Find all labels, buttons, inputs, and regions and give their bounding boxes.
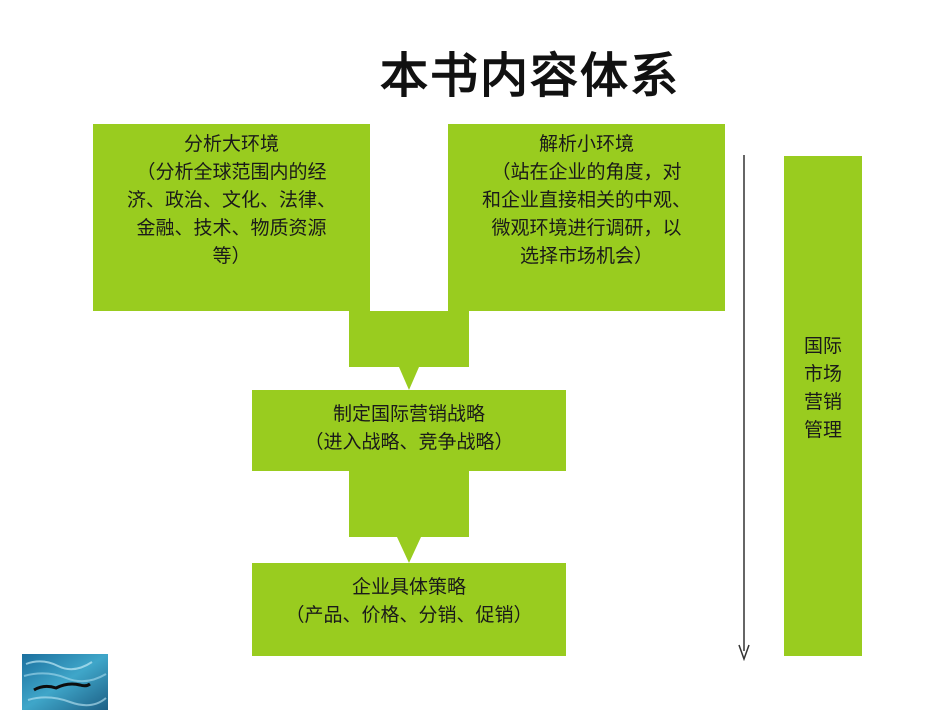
side-line-1: 国际 xyxy=(803,335,842,357)
micro-line-2: （站在企业的角度，对 xyxy=(491,161,682,183)
tactics-line-2: （产品、价格、分销、促销） xyxy=(285,604,533,626)
down-line-arrow-icon xyxy=(738,155,750,661)
timeline-arrowhead xyxy=(738,644,750,661)
down-arrow-shape xyxy=(349,471,469,563)
down-arrow-shape xyxy=(349,311,469,390)
down-arrow-icon xyxy=(349,471,469,563)
macro-line-2: （分析全球范围内的经 xyxy=(136,161,327,183)
down-arrow-icon xyxy=(349,311,469,390)
macro-line-1: 分析大环境 xyxy=(183,133,279,155)
tactics-line-1: 企业具体策略 xyxy=(351,576,466,598)
strategy-line-1: 制定国际营销战略 xyxy=(332,403,485,425)
micro-line-4: 微观环境进行调研，以 xyxy=(491,217,682,239)
international-marketing-management-box: 国际 市场 营销 管理 xyxy=(784,156,862,656)
side-line-3: 营销 xyxy=(803,391,842,413)
strategy-box: 制定国际营销战略 （进入战略、竞争战略） xyxy=(252,390,566,471)
water-photo xyxy=(22,654,108,710)
macro-line-4: 金融、技术、物质资源 xyxy=(136,217,327,239)
swimmer-silhouette xyxy=(33,682,91,692)
side-line-4: 管理 xyxy=(803,419,842,441)
micro-line-1: 解析小环境 xyxy=(538,133,634,155)
micro-environment-box: 解析小环境 （站在企业的角度，对 和企业直接相关的中观、 微观环境进行调研，以 … xyxy=(448,124,725,311)
page-title: 本书内容体系 xyxy=(380,48,681,104)
macro-environment-box: 分析大环境 （分析全球范围内的经 济、政治、文化、法律、 金融、技术、物质资源 … xyxy=(93,124,370,311)
micro-line-5: 选择市场机会） xyxy=(519,245,653,267)
macro-line-3: 济、政治、文化、法律、 xyxy=(126,189,336,211)
macro-line-5: 等） xyxy=(212,245,251,267)
side-line-2: 市场 xyxy=(803,363,842,385)
micro-line-3: 和企业直接相关的中观、 xyxy=(481,189,691,211)
strategy-line-2: （进入战略、竞争战略） xyxy=(304,431,514,453)
tactics-box: 企业具体策略 （产品、价格、分销、促销） xyxy=(252,563,566,656)
